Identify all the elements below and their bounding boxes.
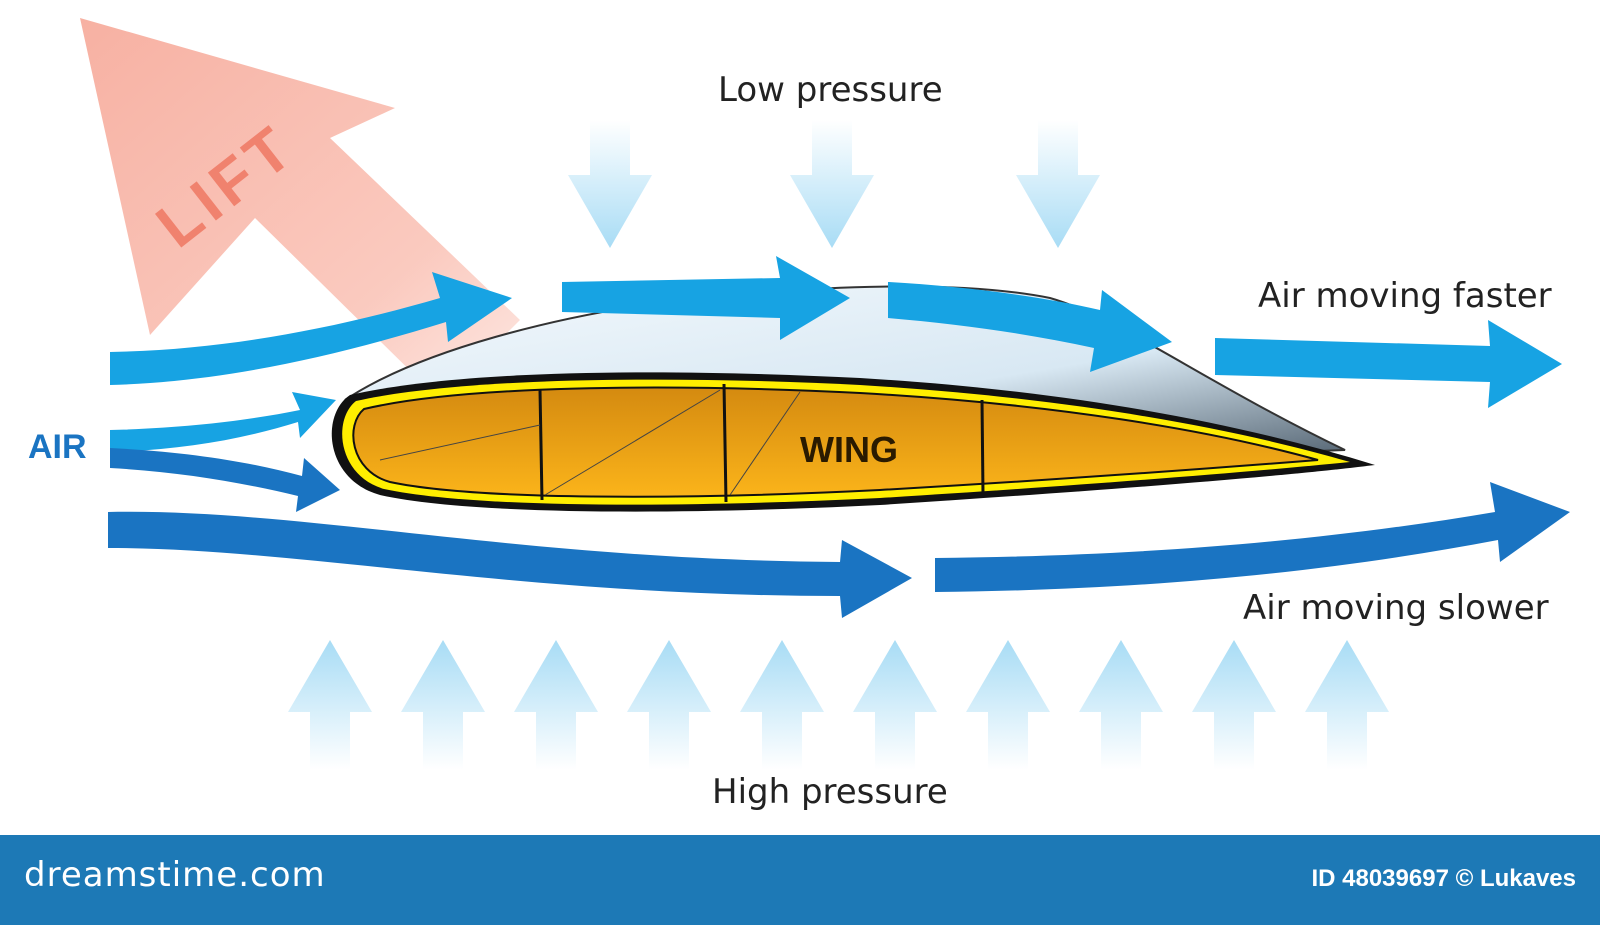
airflow-arrow-upper <box>562 256 850 340</box>
lift-arrow <box>80 18 520 400</box>
upper-airflow <box>110 256 1562 452</box>
pressure-up-arrow <box>853 640 937 770</box>
brand-logo[interactable]: dreamstime.com <box>24 855 326 895</box>
diagram-canvas: LIFT WING <box>80 18 1570 770</box>
airflow-arrow-upper <box>1215 320 1562 408</box>
air-slower-label: Air moving slower <box>1243 588 1549 628</box>
air-label: AIR <box>28 428 87 466</box>
low-pressure-label: Low pressure <box>718 70 943 110</box>
airflow-arrow-upper <box>110 272 512 385</box>
footer-bar: dreamstime.com ID 48039697 © Lukaves <box>0 835 1600 925</box>
airflow-arrow-lower <box>110 448 340 512</box>
airflow-arrow-lower <box>108 511 912 618</box>
low-pressure-arrows <box>568 120 1100 248</box>
airflow-arrow-upper <box>888 282 1172 372</box>
airflow-arrow-lower <box>935 482 1570 592</box>
high-pressure-label: High pressure <box>712 772 948 812</box>
wing-label: WING <box>800 429 898 470</box>
image-credit: ID 48039697 © Lukaves <box>1311 865 1576 892</box>
high-pressure-arrows <box>288 640 1389 770</box>
wing-body <box>331 372 1375 512</box>
lower-airflow <box>108 448 1570 618</box>
pressure-down-arrow <box>790 120 874 248</box>
lift-diagram: LIFT WING Low pressure Air moving faster… <box>28 18 1570 812</box>
airflow-arrow-upper <box>110 392 336 452</box>
pressure-up-arrow <box>288 640 372 770</box>
pressure-up-arrow <box>1305 640 1389 770</box>
air-faster-label: Air moving faster <box>1258 276 1552 316</box>
pressure-up-arrow <box>1192 640 1276 770</box>
pressure-up-arrow <box>1079 640 1163 770</box>
pressure-up-arrow <box>627 640 711 770</box>
pressure-up-arrow <box>740 640 824 770</box>
pressure-up-arrow <box>401 640 485 770</box>
pressure-up-arrow <box>966 640 1050 770</box>
pressure-down-arrow <box>568 120 652 248</box>
pressure-down-arrow <box>1016 120 1100 248</box>
pressure-up-arrow <box>514 640 598 770</box>
